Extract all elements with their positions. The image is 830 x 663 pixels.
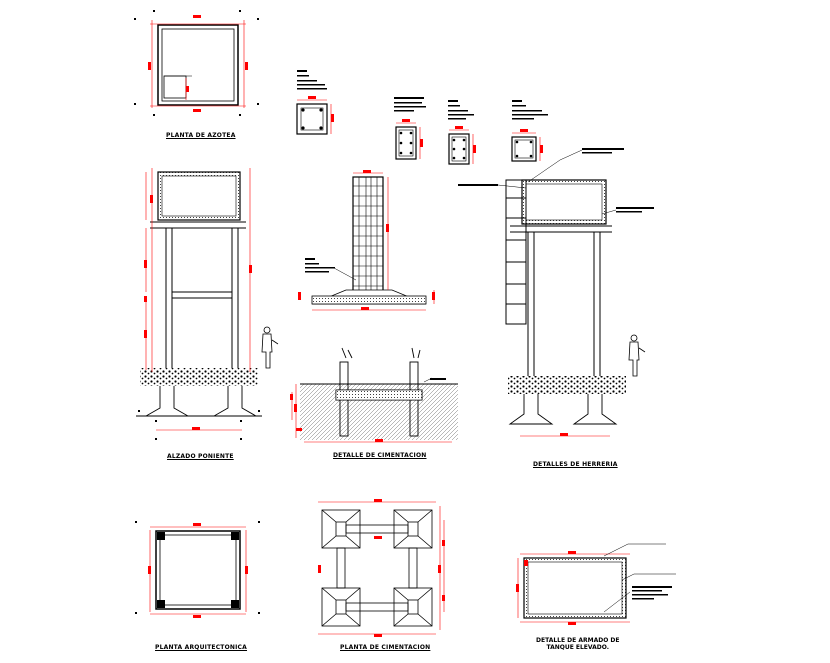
caption-architectural-plan: PLANTA ARQUITECTONICA [155, 644, 248, 651]
foundation-detail [290, 347, 458, 443]
roof-plan [134, 10, 259, 116]
caption-tank-frame-line2: TANQUE ELEVADO. [546, 644, 610, 651]
architectural-plan [135, 521, 260, 618]
caption-tank-frame-line1: DETALLE DE ARMADO DE [536, 637, 620, 644]
structure-details [458, 148, 654, 437]
column-sections [296, 70, 548, 165]
caption-foundation-plan: PLANTA DE CIMENTACION [340, 644, 431, 651]
caption-tank-frame-detail: DETALLE DE ARMADO DE TANQUE ELEVADO. [536, 637, 619, 651]
west-elevation [136, 168, 279, 440]
scale-figure-right [628, 334, 646, 377]
tank-frame-detail [516, 543, 676, 625]
foundation-plan [318, 499, 445, 637]
caption-roof-plan: PLANTA DE AZOTEA [166, 132, 236, 139]
caption-structure-details: DETALLES DE HERRERIA [533, 461, 618, 468]
caption-foundation-detail: DETALLE DE CIMENTACION [333, 452, 427, 459]
scale-figure-left [261, 326, 279, 369]
caption-west-elevation: ALZADO PONIENTE [167, 453, 234, 460]
column-footing-detail [298, 170, 435, 311]
